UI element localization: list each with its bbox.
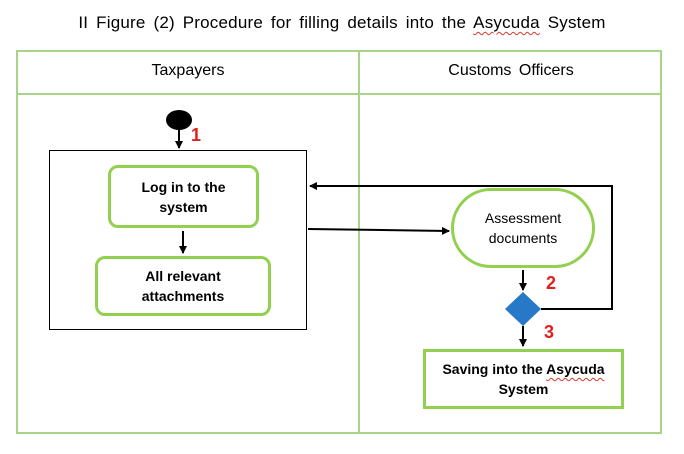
step-number-3: 3 <box>544 322 555 342</box>
node-log-in-line2: system <box>159 198 208 215</box>
taxpayer-subprocess-box <box>49 150 307 330</box>
swimlane-divider-vertical <box>358 50 360 434</box>
node-log-in-line1: Log in to the <box>141 178 226 195</box>
figure-title: II Figure (2) Procedure for filling deta… <box>0 13 684 33</box>
figure-title-prefix: II Figure (2) Procedure for filling deta… <box>78 13 467 32</box>
node-attachments-line1: All relevant <box>145 268 221 284</box>
node-assessment-documents: Assessment documents <box>451 188 595 268</box>
node-log-in: Log in to the system <box>108 165 259 228</box>
step-number-1: 1 <box>191 125 202 145</box>
node-saving-line2: System <box>498 381 549 397</box>
lane-header-customs-officers: Customs Officers <box>448 62 574 79</box>
figure-title-asycuda: Asycuda <box>473 13 540 32</box>
swimlane-divider-horizontal <box>16 93 662 95</box>
node-saving-line1-asycuda: Asycuda <box>546 361 605 377</box>
node-attachments-line2: attachments <box>141 288 225 304</box>
lane-header-taxpayers: Taxpayers <box>151 62 225 79</box>
swimlane-frame <box>16 50 662 434</box>
node-saving-line1-prefix: Saving into the <box>442 361 543 377</box>
node-all-relevant-attachments: All relevant attachments <box>95 256 271 316</box>
decision-diamond <box>505 292 541 326</box>
arrow-subprocess-to-assessment <box>307 226 450 235</box>
node-saving-line1: Saving into the Asycuda <box>442 359 604 379</box>
figure-title-suffix: System <box>547 13 606 32</box>
start-node <box>166 110 192 130</box>
node-assessment-line1: Assessment <box>484 210 562 226</box>
node-saving-into-asycuda: Saving into the Asycuda System <box>423 349 624 409</box>
step-number-2: 2 <box>546 273 557 293</box>
node-assessment-line2: documents <box>488 230 558 246</box>
arrow-decision-loop-back <box>309 182 613 310</box>
